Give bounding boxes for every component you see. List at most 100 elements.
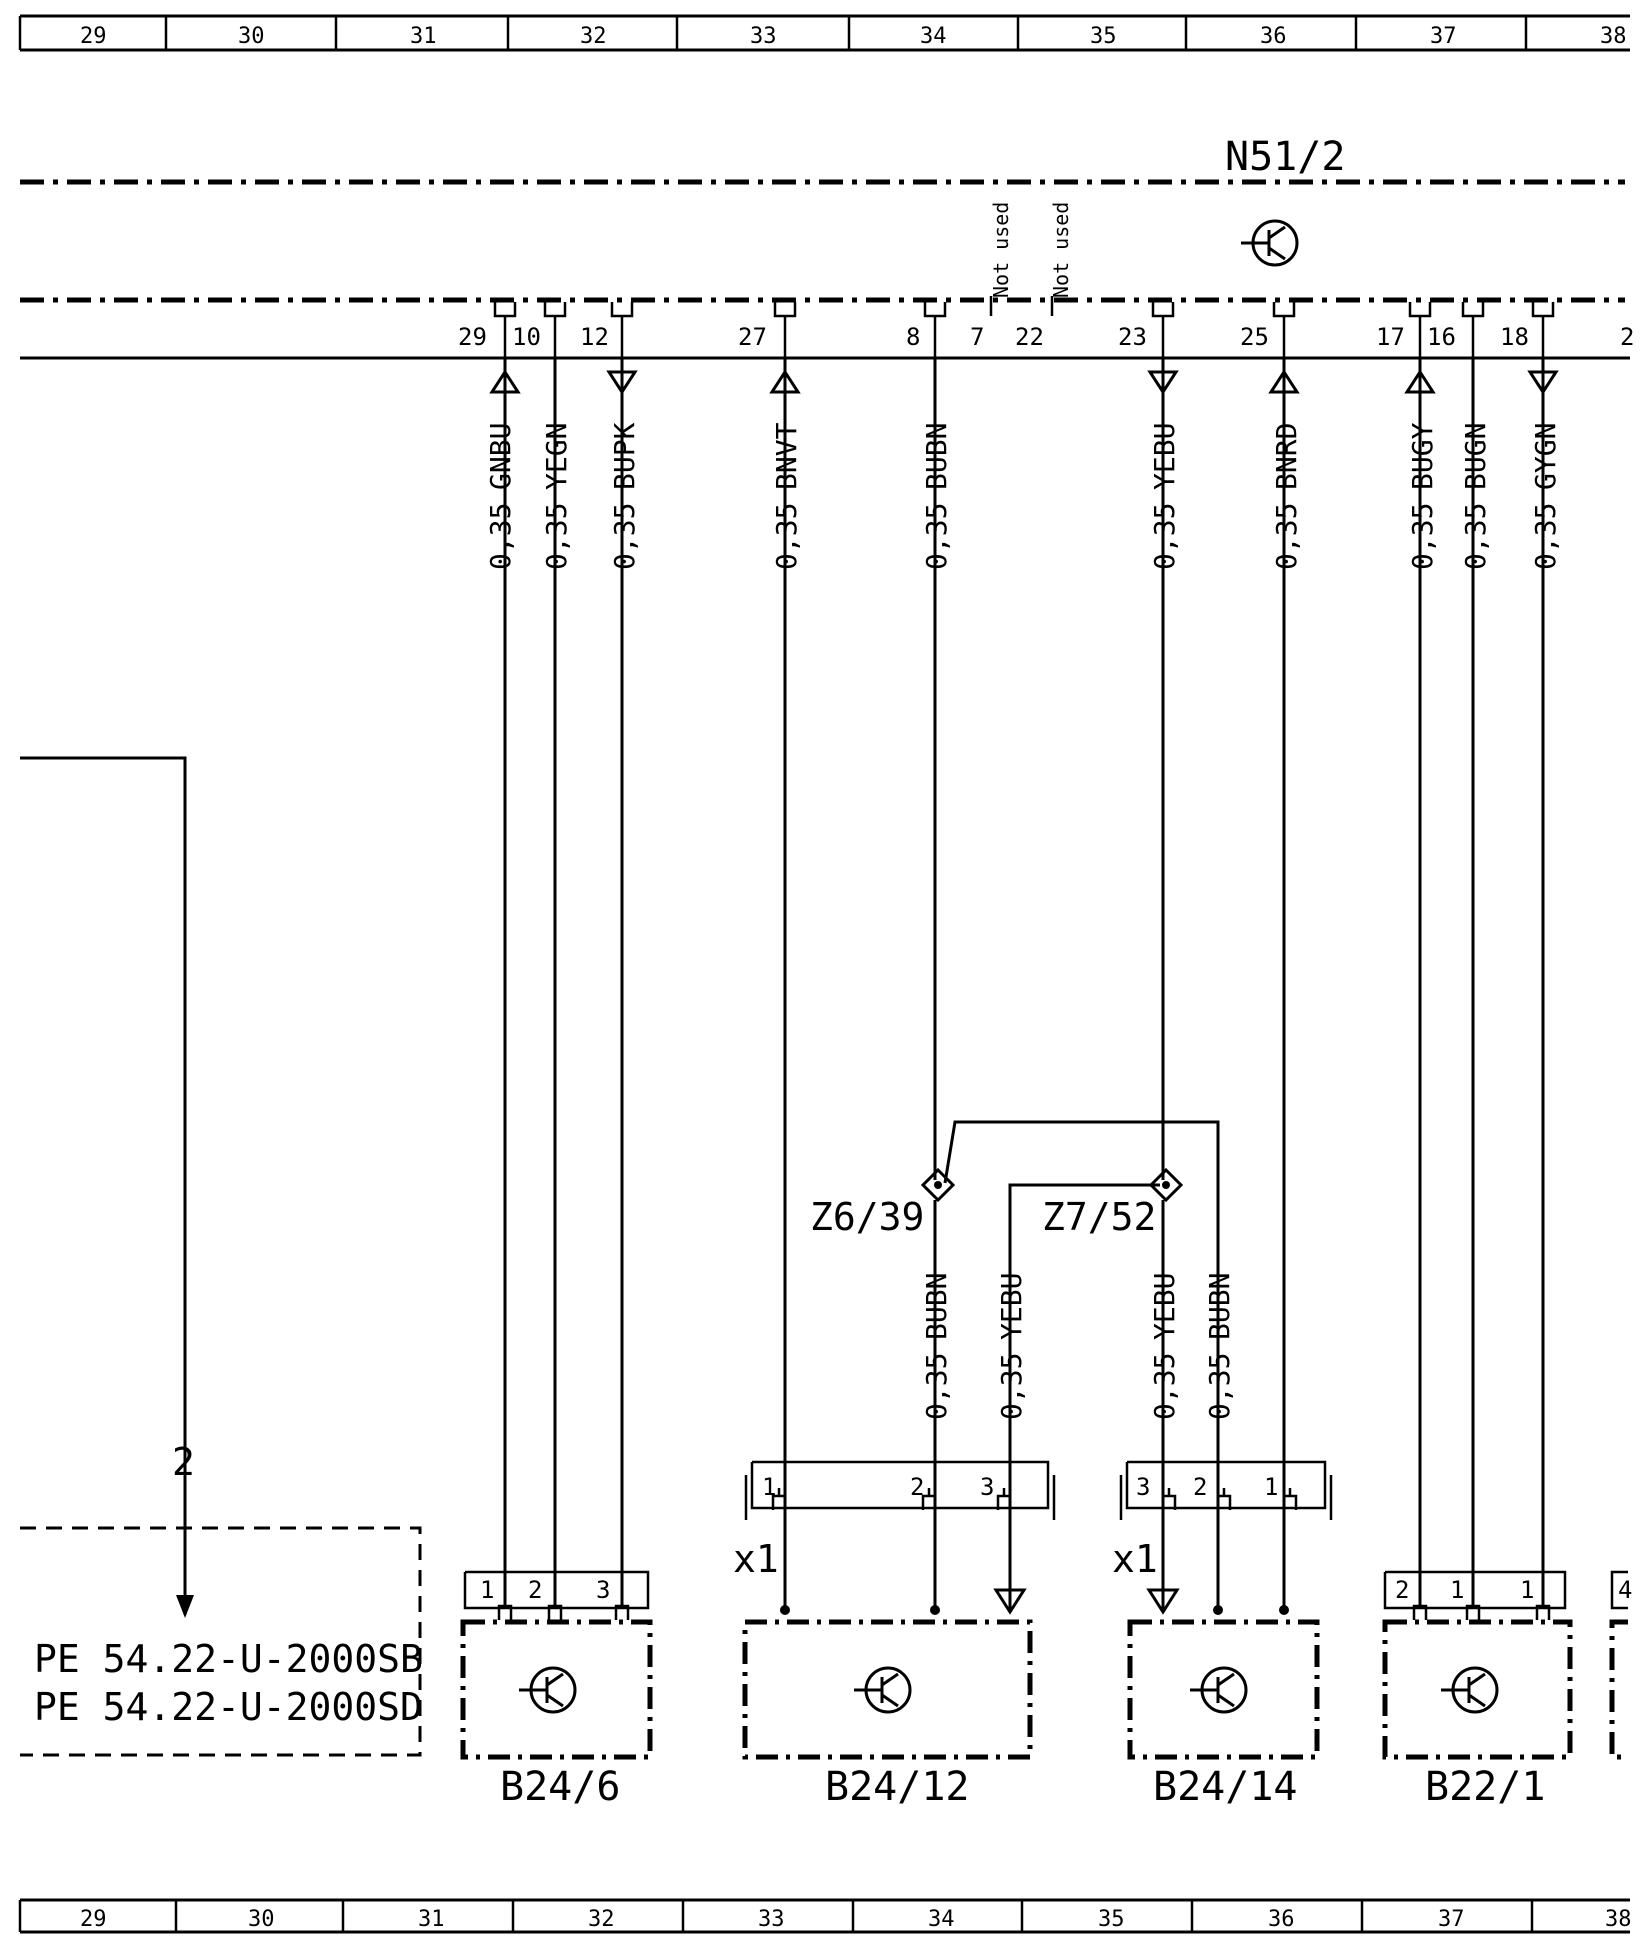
bottom-ruler-col-34: 34 <box>928 1907 955 1932</box>
wire-z6b-size: 0,35 <box>995 1353 1028 1420</box>
wire-12-size: 0,35 <box>608 503 641 570</box>
bottom-ruler-col-33: 33 <box>758 1907 785 1932</box>
transistor-icon <box>1190 1666 1248 1714</box>
pin-7: 7 <box>970 323 984 351</box>
ruler-col-35: 35 <box>1090 24 1117 49</box>
conn-right-pin-3: 3 <box>1136 1473 1150 1501</box>
wire-10-size: 0,35 <box>540 503 573 570</box>
b24-6-pin-2: 2 <box>528 1576 542 1604</box>
conn-left-pin-3: 3 <box>980 1473 994 1501</box>
pin-10: 10 <box>512 323 541 351</box>
wire-z6b-color: YEBU <box>995 1273 1028 1340</box>
partial-pin-4: 4 <box>1618 1576 1632 1604</box>
wire-z6a-color: BUBN <box>920 1273 953 1340</box>
connector-right: 3 2 1 x1 <box>1112 1460 1333 1581</box>
b24-6-pin-3: 3 <box>596 1576 610 1604</box>
wire-16-color: BUGN <box>1459 423 1492 490</box>
not-used-label-2: Not used <box>1049 202 1073 298</box>
splices: Z6/39 Z7/52 <box>810 1167 1184 1239</box>
wire-17-color: BUGY <box>1406 422 1439 490</box>
wire-18-color: GYGN <box>1529 423 1562 490</box>
splice-z7-52: Z7/52 <box>1042 1167 1184 1239</box>
bottom-ruler: 29 30 31 32 33 34 35 36 37 38 <box>18 1898 1632 1934</box>
bottom-ruler-col-29: 29 <box>80 1907 107 1932</box>
splice-z6-label: Z6/39 <box>810 1195 924 1239</box>
top-ruler: 29 30 31 32 33 34 35 36 37 38 <box>18 14 1630 52</box>
not-used-label-1: Not used <box>989 202 1013 298</box>
pin-16: 16 <box>1427 323 1456 351</box>
pin-8: 8 <box>906 323 920 351</box>
pin-17: 17 <box>1376 323 1405 351</box>
b22-1-label: B22/1 <box>1425 1764 1545 1810</box>
splice-z6-39: Z6/39 <box>810 1167 956 1239</box>
reference-line-2: PE 54.22-U-2000SD <box>34 1685 423 1729</box>
ecu-n51-2: N51/2 Not used Not used <box>20 134 1630 360</box>
wire-16-size: 0,35 <box>1459 503 1492 570</box>
wire-29-color: GNBU <box>484 423 517 490</box>
wire-18-size: 0,35 <box>1529 503 1562 570</box>
wire-27-size: 0,35 <box>770 503 803 570</box>
ruler-col-31: 31 <box>410 24 437 49</box>
conn-left-pin-2: 2 <box>910 1473 924 1501</box>
b24-6-label: B24/6 <box>500 1764 620 1810</box>
wire-25-color: BNRD <box>1270 423 1303 490</box>
bottom-ruler-col-35: 35 <box>1098 1907 1125 1932</box>
ruler-col-38: 38 <box>1600 24 1627 49</box>
x1-left-label: x1 <box>733 1537 779 1581</box>
ruler-col-36: 36 <box>1260 24 1287 49</box>
component-b24-12: B24/12 <box>742 1588 1033 1810</box>
wire-23-color: YEBU <box>1148 423 1181 490</box>
pin-22: 22 <box>1015 323 1044 351</box>
ruler-col-29: 29 <box>80 24 107 49</box>
component-b24-14: B24/14 <box>1127 1588 1320 1810</box>
b22-1-pin-1b: 1 <box>1520 1576 1534 1604</box>
b22-1-pin-2: 2 <box>1395 1576 1409 1604</box>
pin-29: 29 <box>458 323 487 351</box>
wire-z6a-size: 0,35 <box>920 1353 953 1420</box>
transistor-icon <box>1241 219 1299 267</box>
wire-8-color: BUBN <box>920 423 953 490</box>
wire-17-size: 0,35 <box>1406 503 1439 570</box>
wire-labels-lower: BUBN 0,35 YEBU 0,35 YEBU 0,35 BUBN 0,35 <box>920 1273 1236 1420</box>
pin-2: 2 <box>1620 323 1634 351</box>
pin-25: 25 <box>1240 323 1269 351</box>
splice-z7-label: Z7/52 <box>1042 1195 1156 1239</box>
pin-12: 12 <box>580 323 609 351</box>
reference-block: 2 PE 54.22-U-2000SB PE 54.22-U-2000SD <box>20 1440 423 1757</box>
ruler-col-32: 32 <box>580 24 607 49</box>
x1-right-label: x1 <box>1112 1537 1158 1581</box>
wire-8-size: 0,35 <box>920 503 953 570</box>
ecu-id: N51/2 <box>1225 134 1345 180</box>
wire-z7b-size: 0,35 <box>1203 1353 1236 1420</box>
wire-29-size: 0,35 <box>484 503 517 570</box>
conn-right-pin-1: 1 <box>1264 1473 1278 1501</box>
bottom-ruler-col-30: 30 <box>248 1907 275 1932</box>
wire-23-size: 0,35 <box>1148 503 1181 570</box>
pin-27: 27 <box>738 323 767 351</box>
pin-23: 23 <box>1118 323 1147 351</box>
wire-labels-upper: GNBU 0,35 YEGN 0,35 BUPK 0,35 BNVT 0,35 … <box>484 422 1562 570</box>
bottom-ruler-col-37: 37 <box>1438 1907 1465 1932</box>
wire-27-color: BNVT <box>770 422 803 490</box>
ecu-pin-stubs <box>493 302 1555 358</box>
b24-12-label: B24/12 <box>825 1764 970 1810</box>
b24-6-pin-1: 1 <box>480 1576 494 1604</box>
transistor-icon <box>854 1666 912 1714</box>
wire-10-color: YEGN <box>540 423 573 490</box>
component-b24-6: 1 2 3 B24/6 <box>460 1570 653 1810</box>
wire-z7a-size: 0,35 <box>1148 1353 1181 1420</box>
reference-line-1: PE 54.22-U-2000SB <box>34 1637 423 1681</box>
signal-arrows <box>489 369 1559 395</box>
transistor-icon <box>519 1666 577 1714</box>
wire-z7a-color: YEBU <box>1148 1273 1181 1340</box>
ruler-col-33: 33 <box>750 24 777 49</box>
bottom-ruler-col-31: 31 <box>418 1907 445 1932</box>
bottom-ruler-col-32: 32 <box>588 1907 615 1932</box>
b22-1-pin-1a: 1 <box>1450 1576 1464 1604</box>
conn-right-pin-2: 2 <box>1193 1473 1207 1501</box>
ruler-col-37: 37 <box>1430 24 1457 49</box>
bottom-ruler-col-36: 36 <box>1268 1907 1295 1932</box>
component-partial-right: 4 <box>1609 1570 1632 1760</box>
component-b22-1: 2 1 1 B22/1 <box>1382 1570 1573 1810</box>
